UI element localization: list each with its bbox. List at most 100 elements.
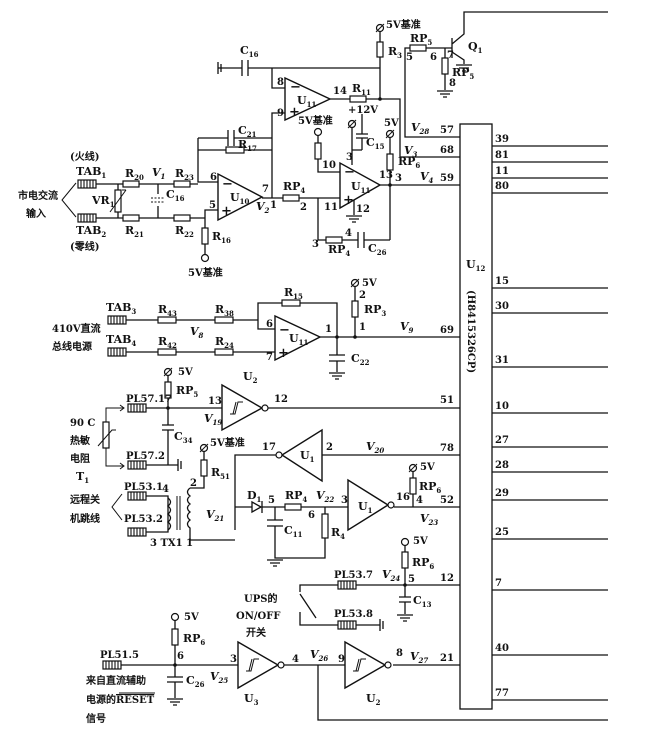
minus-sign: − — [344, 165, 355, 180]
pin-label: 39 — [495, 134, 509, 145]
ground-icon — [166, 698, 184, 706]
connector-pl53-1 — [127, 491, 147, 501]
connector-tab1 — [77, 179, 97, 189]
connector-tab3 — [107, 315, 127, 325]
ups-label: 开关 — [246, 626, 266, 639]
pin-label: 77 — [495, 688, 509, 699]
ups-label: UPS的 — [244, 592, 277, 605]
q1-label: Q1 — [468, 40, 483, 55]
r43-label: R43 — [158, 303, 177, 318]
ref-label: 5V基准 — [298, 114, 333, 127]
resistor-rp4-feedback — [325, 236, 343, 244]
pin-label: 7 — [447, 50, 454, 61]
live-label: (火线) — [70, 150, 99, 163]
pl57-2-label: PL57.2 — [126, 451, 165, 462]
v28-label: V28 — [411, 121, 429, 136]
pin-label: 29 — [495, 488, 509, 499]
ref-terminal-icon — [313, 127, 323, 137]
plus12v-label: +12V — [348, 105, 378, 116]
u12-right-pins: 39 81 11 80 15 30 31 10 27 28 29 25 7 40… — [492, 134, 608, 701]
ref-terminal-icon — [200, 253, 210, 263]
resistor-r42 — [157, 348, 177, 356]
brace — [61, 182, 77, 218]
v5-label: 5V — [178, 367, 193, 378]
reset-label: 来自直流辅助 — [85, 674, 146, 687]
r38-label: R38 — [215, 303, 234, 318]
ref-label: 5V基准 — [386, 18, 421, 31]
ref-supply-icon — [199, 443, 209, 453]
schmitt-inverter-u2 — [221, 383, 264, 432]
c16-label: C16 — [240, 44, 259, 59]
pin-label: 4 — [345, 228, 352, 239]
resistor-r43 — [157, 316, 177, 324]
supply-icon — [408, 463, 418, 473]
pin-label: 3 — [312, 239, 319, 250]
ground-icon — [266, 559, 284, 567]
pin-label: 57 — [440, 125, 454, 136]
ground-icon — [396, 614, 414, 622]
pin-label: 3 — [346, 152, 353, 163]
opamp-u11-mid — [339, 161, 382, 210]
connector-pl51-5 — [102, 660, 122, 670]
pin-label: 52 — [440, 495, 454, 506]
c15-label: C15 — [366, 136, 385, 151]
tab2-label: TAB2 — [76, 224, 106, 239]
pin-label: 8 — [396, 648, 403, 659]
u12-part-number: (H8415326CP) — [465, 290, 476, 373]
top-stage: 5V基准 R3 C16 − + U11 8 9 14 R11 V3 C21 R1… — [197, 11, 608, 258]
v21-label: V21 — [206, 508, 224, 523]
thermistor-label: 90 C — [70, 418, 95, 429]
pin-label: 4 — [292, 654, 299, 665]
opamp-u10 — [217, 172, 264, 222]
pl53-1-label: PL53.1 — [124, 482, 163, 493]
pin-label: 14 — [333, 86, 347, 97]
pin-label: 6 — [210, 172, 217, 183]
resistor-r4 — [321, 513, 329, 539]
resistor-rp5 — [409, 44, 427, 52]
reset-label: 信号 — [86, 712, 106, 725]
c21-label: C21 — [238, 124, 257, 139]
pin-label: 17 — [262, 442, 276, 453]
ground-icon — [328, 372, 346, 380]
rp4-label: RP4 — [283, 180, 305, 195]
u12-chip — [459, 123, 493, 710]
rp6-label: RP6 — [398, 155, 420, 170]
resistor-r23 — [173, 180, 191, 188]
r17-label: R17 — [238, 138, 257, 153]
thermistor-t1 — [102, 421, 110, 449]
r51-label: R51 — [211, 466, 230, 481]
supply-icon — [163, 367, 173, 377]
pin-label: 12 — [356, 204, 370, 215]
pin-label: 21 — [440, 653, 454, 664]
resistor-r21 — [122, 214, 140, 222]
u1-label: U1 — [300, 449, 315, 464]
c26-label: C26 — [186, 674, 205, 689]
ups-label: ON/OFF — [236, 611, 280, 622]
remote-shutdown-stage: U1 17 2 V20 5V基准 R51 PL53.1 PL53.2 远程关 机… — [70, 428, 460, 567]
pin-label: 40 — [495, 643, 509, 654]
plus-sign: + — [289, 105, 300, 120]
diode-d1 — [251, 500, 263, 514]
varistor-arrow — [109, 189, 127, 213]
ground-icon — [345, 215, 363, 223]
opamp-u11-dc — [274, 314, 322, 362]
resistor-rp4 — [282, 194, 300, 202]
pin-label: 80 — [495, 181, 509, 192]
r21-label: R21 — [125, 224, 144, 239]
pl51-5-label: PL51.5 — [100, 650, 139, 661]
r3-label: R3 — [388, 45, 402, 60]
pin-label: 13 — [379, 170, 393, 181]
resistor-r22 — [173, 214, 191, 222]
r20-label: R20 — [125, 167, 144, 182]
v5-label: 5V — [184, 612, 199, 623]
u2-label: U2 — [366, 692, 381, 707]
opamp-u11-top — [284, 76, 332, 122]
pin-label: 6 — [430, 52, 437, 63]
pin-label: 8 — [277, 77, 284, 88]
v22-label: V22 — [316, 489, 334, 504]
v5-label: 5V — [384, 118, 399, 129]
pin-label: 78 — [440, 443, 454, 454]
transformer-tx1 — [166, 487, 235, 541]
resistor-r38 — [214, 316, 234, 324]
source-label: 市电交流 — [18, 189, 58, 202]
